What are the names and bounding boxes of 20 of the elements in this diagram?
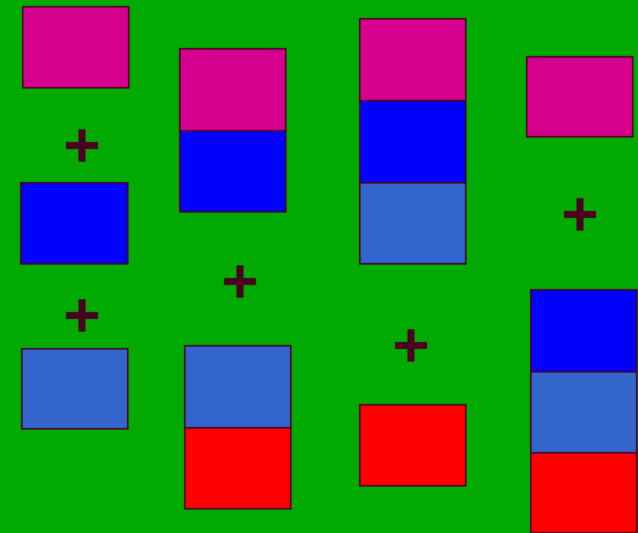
plus-sign: + (564, 198, 596, 231)
plus-sign: + (66, 129, 98, 162)
block (20, 182, 129, 265)
block (21, 348, 129, 430)
block (526, 56, 634, 138)
block (359, 182, 467, 265)
plus-sign: + (224, 265, 256, 298)
plus-sign: + (66, 299, 98, 332)
block (179, 130, 287, 213)
block (359, 100, 467, 184)
block (359, 404, 467, 487)
block (184, 345, 292, 429)
block (530, 452, 638, 533)
block (22, 6, 130, 89)
block (359, 18, 467, 102)
block (184, 427, 292, 510)
plus-sign: + (395, 329, 428, 362)
block (530, 289, 638, 373)
block (179, 48, 287, 132)
block (530, 371, 638, 454)
